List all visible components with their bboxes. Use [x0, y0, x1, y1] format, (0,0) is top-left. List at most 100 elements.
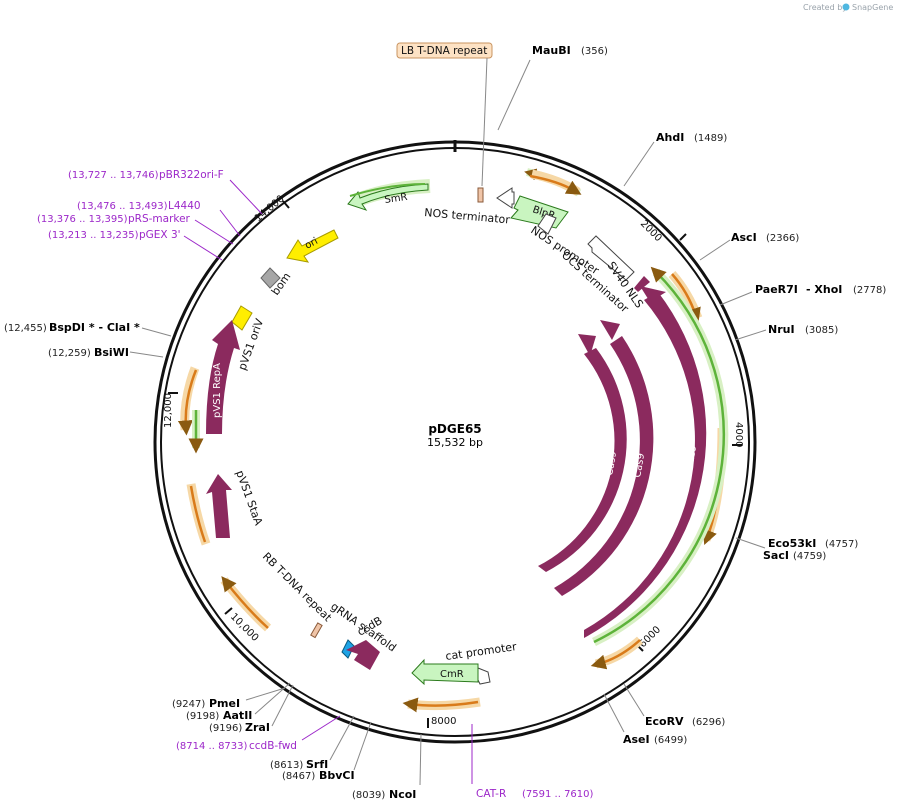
site-name: EcoRV: [645, 715, 684, 728]
site-ahdi[interactable]: AhdI (1489): [656, 131, 727, 144]
site-asei[interactable]: AseI (6499): [623, 733, 687, 746]
site-pos: (8613): [270, 760, 303, 771]
site-saci[interactable]: SacI (4759): [763, 549, 826, 562]
site-pos: (3085): [805, 325, 838, 336]
site-pos: (1489): [694, 133, 727, 144]
site-name: Eco53kI: [768, 537, 816, 550]
tick-label-8000: 8000: [431, 716, 456, 727]
site-bbvci[interactable]: (8467) BbvCI: [282, 769, 355, 782]
bottom-right-orange-glow: [594, 636, 644, 669]
primer-name: ccdB-fwd: [249, 740, 297, 752]
cmr-feature[interactable]: CmR: [411, 658, 479, 686]
primer-range: (13,727 .. 13,746): [68, 170, 159, 181]
rb-repeat-feature[interactable]: RB T-DNA repeat: [260, 550, 335, 639]
primer-range: (13,476 .. 13,493): [77, 201, 168, 212]
lb-repeat-marker: [477, 187, 484, 203]
plasmid-name: pDGE65: [428, 422, 481, 436]
cas9-feature-outer[interactable]: Cas9: [584, 286, 707, 638]
site-name: BspDI * - ClaI *: [49, 321, 140, 334]
ori-label: ori: [303, 236, 320, 252]
site-aatii[interactable]: (9198) AatII: [186, 709, 252, 722]
pvs1-oriv-marker: [231, 305, 253, 331]
site-name: MauBI: [532, 44, 571, 57]
primers: (13,727 .. 13,746) pBR322ori-F (13,476 .…: [37, 169, 594, 800]
smr-label: SmR: [384, 192, 408, 206]
primer-range: (13,213 .. 13,235): [48, 230, 139, 241]
bom-marker: [260, 267, 281, 289]
primer-pgex-3[interactable]: (13,213 .. 13,235) pGEX 3': [48, 229, 181, 241]
site-pos: (9196): [209, 723, 242, 734]
site-eco53ki[interactable]: Eco53kI (4757): [768, 537, 858, 550]
pvs1-repa-arrow: [206, 320, 240, 434]
left-orange-arrow-lower: [189, 485, 207, 543]
primer-prs-marker[interactable]: (13,376 .. 13,395) pRS-marker: [37, 213, 191, 225]
smr-arrow: [347, 183, 429, 211]
site-name: AatII: [223, 709, 252, 722]
ori-feature[interactable]: ori: [286, 229, 339, 263]
site-pos: (4757): [825, 539, 858, 550]
primer-range: (8714 .. 8733): [176, 741, 248, 752]
top-right-orange-arrow: [529, 174, 582, 195]
site-pos: (2778): [853, 285, 886, 296]
site-name: NruI: [768, 323, 795, 336]
pvs1-oriv-feature[interactable]: pVS1 oriV: [231, 305, 266, 372]
site-name: BbvCI: [319, 769, 355, 782]
site-bspdi-clai[interactable]: (12,455) BspDI * - ClaI *: [4, 321, 140, 334]
primer-name: L4440: [168, 200, 201, 212]
primer-ccdb-fwd[interactable]: (8714 .. 8733) ccdB-fwd: [176, 740, 297, 752]
site-bsiwi[interactable]: (12,259) BsiWI: [48, 346, 129, 359]
ori-arrow: [286, 229, 339, 263]
primer-name: CAT-R: [476, 788, 506, 800]
pvs1-staa-arrow: [206, 474, 232, 538]
site-paer7i-xhoi[interactable]: PaeR7I - XhoI (2778): [755, 283, 886, 296]
lb-repeat-feature[interactable]: LB T-DNA repeat: [396, 42, 493, 203]
nos-terminator-feature[interactable]: NOS terminator: [424, 187, 515, 227]
site-pos: (12,455): [4, 323, 47, 334]
site-pos: (9198): [186, 711, 219, 722]
primer-cat-r[interactable]: CAT-R (7591 .. 7610): [476, 788, 594, 800]
site-name: ZraI: [245, 721, 270, 734]
lb-repeat-callout-box: [396, 42, 493, 59]
tick-label-6000: 6000: [637, 624, 663, 650]
primer-name: pBR322ori-F: [159, 169, 224, 181]
right-orange-arrow-upper: [671, 273, 701, 324]
site-pos: (8039): [352, 790, 385, 801]
plasmid-size: 15,532 bp: [427, 436, 483, 449]
bom-feature[interactable]: bom: [260, 267, 293, 298]
site-name: NcoI: [389, 788, 416, 801]
site-maubi[interactable]: MauBI (356): [532, 44, 608, 57]
site-name: PmeI: [209, 697, 240, 710]
cas9-arrowhead-middle: [600, 320, 620, 340]
site-pos: (4759): [793, 551, 826, 562]
site-pos: (9247): [172, 699, 205, 710]
site-srfi[interactable]: (8613) SrfI: [270, 758, 328, 771]
credit: Created by SnapGene: [803, 3, 893, 12]
site-zrai[interactable]: (9196) ZraI: [209, 721, 270, 734]
cas9-feature-middle[interactable]: Cas9: [554, 320, 654, 596]
credit-brand: SnapGene: [852, 3, 893, 12]
pvs1-repa-label: pVS1 RepA: [212, 363, 223, 418]
cmr-arrow: [411, 658, 479, 686]
site-asci[interactable]: AscI (2366): [731, 231, 799, 244]
nos-terminator-label: NOS terminator: [424, 206, 511, 226]
site-pos: (356): [581, 46, 608, 57]
primer-l4440[interactable]: (13,476 .. 13,493) L4440: [77, 200, 201, 212]
site-pos: (2366): [766, 233, 799, 244]
site-nrui[interactable]: NruI (3085): [768, 323, 838, 336]
site-pmei[interactable]: (9247) PmeI: [172, 697, 240, 710]
site-ecorv[interactable]: EcoRV (6296): [645, 715, 725, 728]
ccdb-arrow: [346, 640, 380, 670]
tick-label-4000: 4000: [733, 422, 744, 447]
pvs1-staa-feature[interactable]: pVS1 StaA: [206, 469, 265, 538]
primer-pbr322ori-f[interactable]: (13,727 .. 13,746) pBR322ori-F: [68, 169, 224, 181]
bottom-orange-arrow: [402, 697, 479, 713]
cas9-feature-inner[interactable]: Cas9: [538, 334, 627, 572]
site-name: PaeR7I: [755, 283, 798, 296]
site-ncoi[interactable]: (8039) NcoI: [352, 788, 416, 801]
ocs-terminator-arrow: [587, 235, 635, 281]
site-name: SacI: [763, 549, 789, 562]
smr-feature[interactable]: SmR: [347, 179, 431, 211]
pvs1-repa-feature[interactable]: pVS1 RepA: [206, 320, 240, 434]
